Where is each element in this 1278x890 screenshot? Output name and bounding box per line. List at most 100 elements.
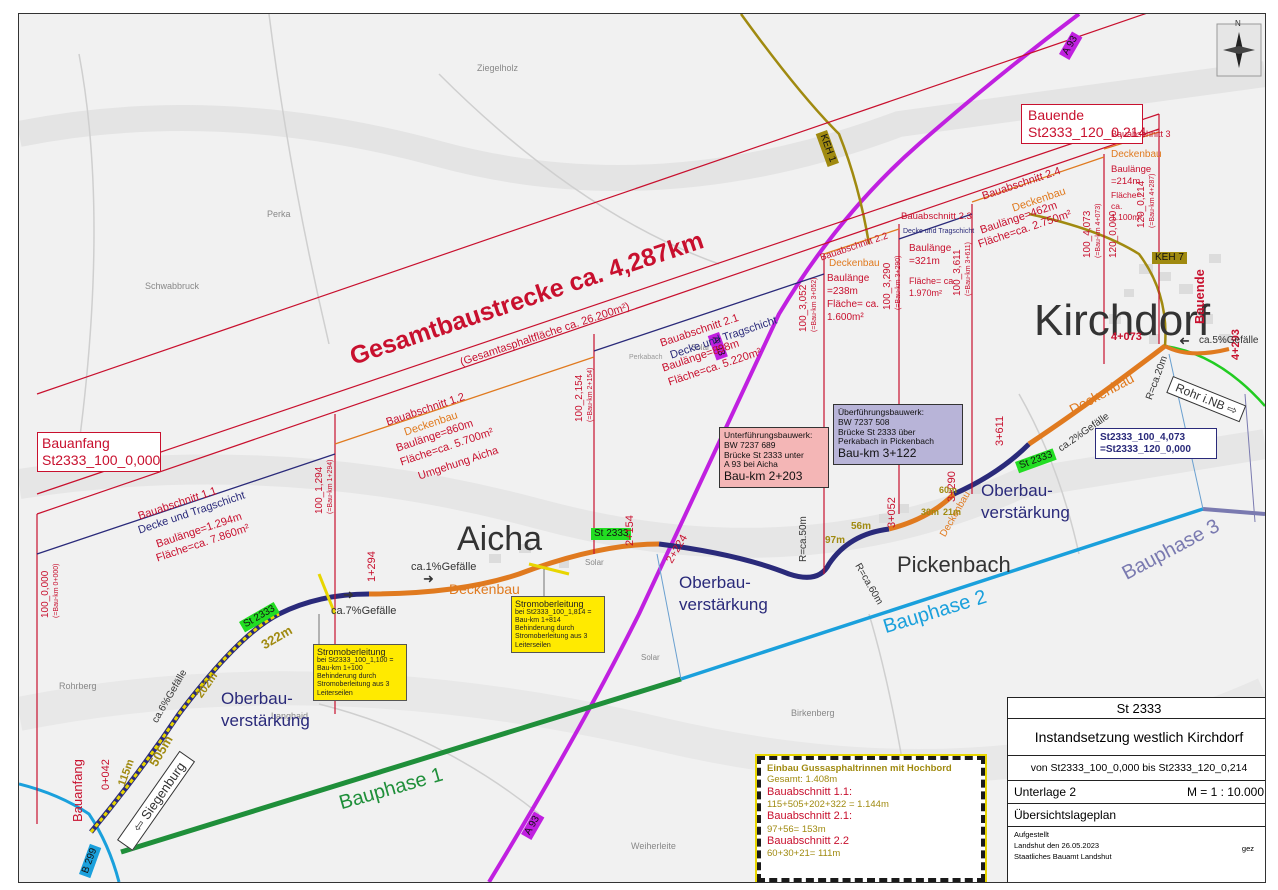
- title-gez: gez: [1241, 844, 1254, 853]
- km-0042: 0+042: [100, 759, 112, 790]
- bauende-box: Bauende St2333_120_0,214: [1021, 104, 1146, 144]
- place-pickenbach: Pickenbach: [897, 552, 1011, 577]
- arrow-gefaelle-7-icon: ➜: [343, 587, 354, 602]
- title-place-date: Landshut den 26.05.2023: [1014, 840, 1100, 850]
- legend-a3-value: 60+30+21= 111m: [767, 848, 841, 860]
- length-21m: 21m: [943, 507, 962, 517]
- section-3-type: Deckenbau: [1111, 149, 1162, 160]
- road-shield-st2333-b: St 2333: [591, 528, 632, 540]
- underpass-l1: Unterführungsbauwerk:: [724, 430, 813, 440]
- overpass-l2: BW 7237 508: [838, 416, 890, 427]
- station-g: 100_4,073: [1082, 210, 1093, 258]
- section-2-3-name: Bauabschnitt 2.3: [901, 211, 972, 222]
- station-f: 100_3,611: [952, 249, 963, 296]
- map-drawing: [19, 14, 1265, 882]
- overpass-l4: Perkabach in Pickenbach: [838, 436, 934, 447]
- station-i: 120_0,214: [1136, 180, 1147, 228]
- junction-box: St2333_100_4,073 =St2333_120_0,000: [1095, 428, 1217, 459]
- station-c: 100_2,154: [574, 374, 585, 422]
- length-30m: 30m: [921, 507, 940, 517]
- overpass-l1: Überführungsbauwerk:: [838, 407, 924, 417]
- km-4073: 4+073: [1111, 331, 1142, 343]
- place-ziegelholz: Ziegelholz: [477, 63, 519, 73]
- section-3-name: Bauabschnitt 3: [1111, 129, 1171, 139]
- legend-a2-value: 97+56= 153m: [767, 823, 826, 835]
- legend-box: Einbau Gussasphaltrinnen mit Hochbord Ge…: [755, 754, 987, 882]
- place-solar-2: Solar: [585, 558, 604, 567]
- station-b: 100_1,294: [314, 466, 325, 514]
- title-aufgestellt: Aufgestellt: [1014, 830, 1050, 839]
- label-oberbau-1: Oberbau-: [221, 689, 293, 708]
- place-schwabbruck: Schwabbruck: [145, 281, 200, 291]
- title-range: von St2333_100_0,000 bis St2333_120_0,21…: [1008, 756, 1265, 781]
- north-label: N: [1235, 19, 1241, 28]
- power-line-1-title: Stromoberleitung: [317, 647, 386, 657]
- station-e-sub: (=Bau-km 3+290): [895, 255, 902, 310]
- bauanfang-label: Bauanfang: [42, 435, 110, 451]
- underpass-box: Unterführungsbauwerk: BW 7237 689 Brücke…: [719, 427, 829, 488]
- place-solar-1: Solar: [691, 343, 710, 352]
- bauanfang-box: Bauanfang St2333_100_0,000: [37, 432, 161, 472]
- title-plan: Übersichtslageplan: [1008, 804, 1265, 827]
- station-b-sub: (=Bau-km 1+294): [327, 459, 334, 514]
- length-56m: 56m: [851, 521, 872, 532]
- place-birkenberg: Birkenberg: [791, 708, 835, 718]
- underpass-l4: A 93 bei Aicha: [724, 459, 778, 470]
- map-frame: N Aicha Kirchdorf Pickenbach Ziegelholz …: [18, 13, 1266, 883]
- power-line-box-1: Stromoberleitung bei St2333_100_1,100 = …: [313, 644, 407, 701]
- label-oberbau-1b: verstärkung: [221, 711, 310, 730]
- label-gefaelle-7: ca.7%Gefälle: [331, 605, 397, 617]
- power-line-box-2: Stromoberleitung bei St2333_100_1,814 = …: [511, 596, 605, 653]
- section-2-3-type: Decke und Tragschicht: [903, 228, 975, 235]
- place-perka: Perka: [267, 209, 291, 219]
- bauende-label: Bauende: [1028, 107, 1085, 123]
- underpass-l2: BW 7237 689: [724, 439, 776, 450]
- station-d-sub: (=Bau-km 3+052): [811, 277, 818, 332]
- km-2154: 2+154: [624, 515, 636, 546]
- length-60m: 60m: [939, 485, 958, 495]
- legend-total: Gesamt: 1.408m: [767, 774, 838, 786]
- title-block: St 2333 Instandsetzung westlich Kirchdor…: [1007, 697, 1265, 882]
- place-solar-3: Solar: [641, 653, 660, 662]
- overpass-l5: Bau-km 3+122: [838, 446, 917, 461]
- station-d: 100_3,052: [798, 284, 809, 332]
- label-oberbau-2: Oberbau-: [679, 573, 751, 592]
- place-kirchdorf: Kirchdorf: [1034, 296, 1211, 345]
- title-unterlage-row: Unterlage 2 M = 1 : 10.000: [1008, 781, 1265, 804]
- title-project: Instandsetzung westlich Kirchdorf: [1008, 719, 1265, 756]
- section-2-2-length: Baulänge =238m: [827, 273, 870, 297]
- underpass-l3: Brücke St 2333 unter: [724, 449, 804, 460]
- station-g-sub: (=Bau-km 4+073): [1095, 203, 1102, 258]
- place-rohrberg: Rohrberg: [59, 681, 97, 691]
- section-2-3-area: Fläche= ca. 1.970m²: [909, 276, 956, 298]
- arrow-gefaelle-5-icon: ➜: [1179, 333, 1190, 348]
- legend-title: Einbau Gussasphaltrinnen mit Hochbord: [767, 763, 952, 774]
- underpass-l5: Bau-km 2+203: [724, 469, 803, 484]
- label-oberbau-2b: verstärkung: [679, 595, 768, 614]
- bauanfang-code: St2333_100_0,000: [42, 452, 161, 468]
- station-c-sub: (=Bau-km 2+154): [587, 367, 594, 422]
- station-a-sub: (=Bau-km 0+000): [53, 563, 60, 618]
- power-line-1-body: bei St2333_100_1,100 = Bau-km 1+100 Behi…: [317, 657, 394, 697]
- km-3611: 3+611: [994, 415, 1006, 446]
- arrow-gefaelle-1-icon: ➜: [423, 571, 434, 586]
- power-line-2-title: Stromoberleitung: [515, 599, 584, 609]
- legend-a1-value: 115+505+202+322 = 1.144m: [767, 798, 889, 810]
- section-2-2-type: Deckenbau: [829, 258, 880, 269]
- section-3-length: Baulänge =214m: [1111, 164, 1152, 188]
- power-line-2-body: bei St2333_100_1,814 = Bau-km 1+814 Behi…: [515, 609, 592, 649]
- bauende-vertical: Bauende: [1192, 269, 1207, 324]
- place-langhaid: Langhaid: [271, 711, 309, 721]
- legend-a2: Bauabschnitt 2.1:: [767, 810, 853, 823]
- station-i-sub: (=Bau-km 4+287): [1149, 173, 1156, 228]
- bauanfang-vertical: Bauanfang: [70, 759, 85, 822]
- title-road: St 2333: [1008, 698, 1265, 719]
- legend-a1: Bauabschnitt 1.1:: [767, 785, 853, 798]
- title-signature: Aufgestellt Landshut den 26.05.2023 Staa…: [1008, 827, 1265, 881]
- section-2-2-area: Fläche= ca. 1.600m²: [827, 299, 879, 323]
- station-a: 100_0,000: [40, 570, 51, 618]
- label-radius-50: R=ca.50m: [798, 516, 809, 562]
- overpass-box: Überführungsbauwerk: BW 7237 508 Brücke …: [833, 404, 963, 465]
- section-2-3-length: Baulänge =321m: [909, 243, 952, 267]
